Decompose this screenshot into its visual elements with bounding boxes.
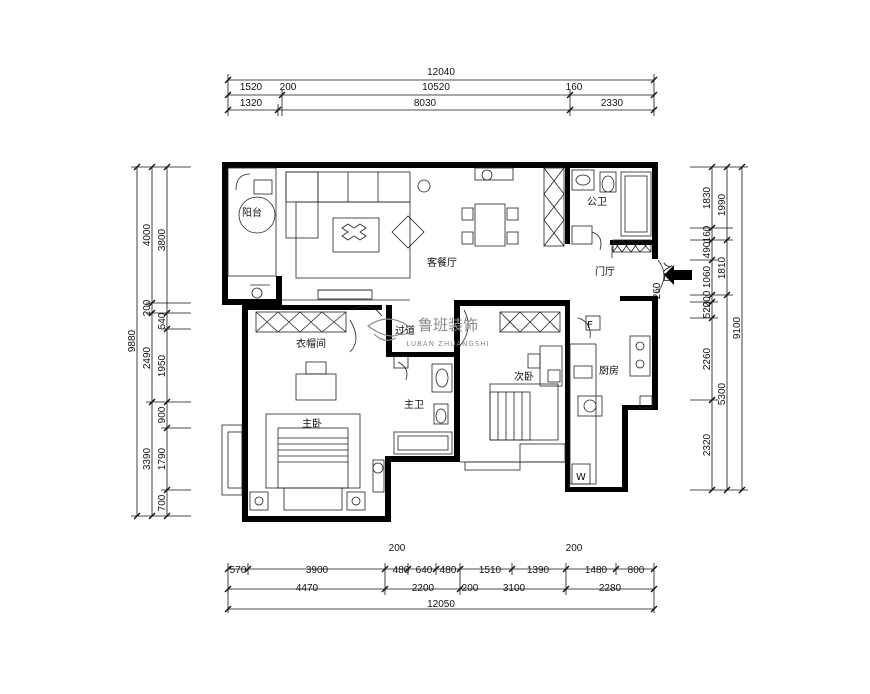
left-dim-col3-2: 540 [157,312,168,329]
right-dim-col2-1: 1990 [717,193,728,216]
left-dim-col3-5: 1790 [157,447,168,470]
top-dim-row2-1: 1520 [240,82,263,93]
room-label-public-bath: 公卫 [587,197,607,208]
top-dim-row3-3: 2330 [601,98,624,109]
bottom-dim-7: 1390 [527,565,550,576]
top-dim-total: 12040 [427,67,455,78]
closet-furniture [255,311,347,401]
bottom-dim-total: 12050 [427,599,455,610]
bottom-dim-row2-4: 2280 [599,583,622,594]
top-dim-row2-2: 200 [280,82,297,93]
left-dim-col2-3: 2490 [142,346,153,369]
room-label-closet: 衣帽间 [296,337,326,350]
entrance-dim: 260 [652,282,663,299]
bottom-dim-small-1: 200 [389,543,406,554]
kitchen-f-mark: F [587,320,593,331]
right-dim-total: 9100 [732,316,743,339]
right-dim-col1-4: 1060 [702,265,713,288]
room-label-master-bedroom: 主卧 [302,417,322,430]
bottom-dim-1: 570 [230,565,247,576]
room-label-living-dining: 客餐厅 [427,256,457,269]
kitchen-fixtures [569,315,653,485]
bottom-dim-6: 1510 [479,565,502,576]
watermark-name: 鲁班装饰 [418,316,478,334]
left-dim-col3-6: 700 [157,494,168,511]
left-dim-col2-4: 3390 [142,447,153,470]
right-dim-col1-6: 520 [702,301,713,318]
top-dim-row2-4: 160 [566,82,583,93]
bottom-dim-9: 800 [628,565,645,576]
watermark-subtitle: LUBAN ZHUANGSHI [406,340,489,348]
right-dim-col2-2: 1810 [717,256,728,279]
master-bedroom-furniture [249,319,385,511]
left-dim-col2-2: 200 [142,299,153,316]
left-dim-col3-1: 3800 [157,228,168,251]
room-label-foyer: 门厅 [595,265,615,278]
room-label-master-bath: 主卫 [404,399,424,411]
room-label-balcony: 阳台 [242,206,262,219]
right-dim-col1-1: 1830 [702,186,713,209]
bottom-dim-row2-3: 3100 [503,583,526,594]
bottom-dim-mid-small: 200 [462,583,479,594]
watermark-logo [366,318,409,341]
right-dim-col1-2: 160 [702,225,713,242]
living-furniture [285,167,565,317]
right-dim-col1-3: 490 [702,241,713,258]
room-label-second-bedroom: 次卧 [514,370,534,383]
right-dim-col1-5: 200 [702,290,713,307]
room-label-kitchen: 厨房 [599,364,619,377]
bottom-dim-3: 480 [393,565,410,576]
bottom-dim-8: 1480 [585,565,608,576]
room-label-corridor: 过道 [395,324,415,337]
top-dim-row3-2: 8030 [414,98,437,109]
top-dim-row3-1: 1320 [240,98,263,109]
left-dim-col3-4: 900 [157,406,168,423]
room-label-entrance: 入口 [661,262,672,282]
bottom-dim-row2-2: 2200 [412,583,435,594]
bottom-dim-2: 3900 [306,565,329,576]
bottom-dim-5: 480 [440,565,457,576]
entrance-arrow-icon [657,259,692,293]
right-dim-col1-8: 2320 [702,433,713,456]
right-dim-col1-7: 2260 [702,347,713,370]
right-dim-col2-3: 5300 [717,382,728,405]
top-dim-row2-3: 10520 [422,82,450,93]
second-bedroom-furniture [459,309,563,441]
left-dim-total: 9880 [127,329,138,352]
bottom-dim-row2-1: 4470 [296,583,319,594]
master-bath-fixtures [393,355,453,455]
left-dim-col3-3: 1950 [157,354,168,377]
left-dim-col2-1: 4000 [142,223,153,246]
bottom-dim-4: 640 [416,565,433,576]
bottom-dim-small-2: 200 [566,543,583,554]
balcony-furniture [235,173,276,299]
kitchen-fridge-mark: W [576,472,586,483]
public-bath-fixtures [571,169,652,258]
